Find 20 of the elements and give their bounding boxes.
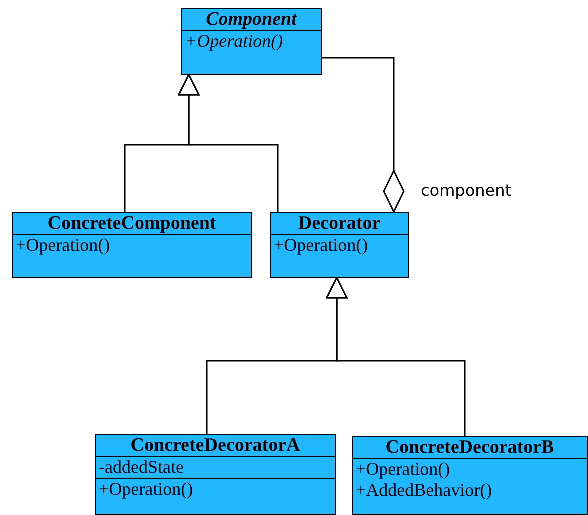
class-member: +Operation(): [274, 235, 368, 255]
class-member: +Operation(): [185, 31, 284, 51]
class-name: ConcreteDecoratorA: [130, 435, 300, 456]
inheritance-arrow: [178, 74, 279, 212]
class-box: [95, 434, 336, 515]
class-name: ConcreteDecoratorB: [386, 437, 554, 458]
class-name: Component: [206, 9, 297, 30]
class-box: [12, 212, 252, 278]
class-member: +Operation(): [16, 235, 110, 255]
aggregation-line: [322, 57, 405, 213]
class-member: +Operation(): [356, 459, 450, 479]
class-member: +AddedBehavior(): [356, 480, 492, 500]
class-box: [270, 212, 409, 278]
class-member: +Operation(): [99, 479, 194, 499]
class-name: ConcreteComponent: [48, 213, 216, 234]
class-member: -addedState: [99, 457, 184, 477]
class-name: Decorator: [298, 213, 381, 234]
class-box: [181, 8, 322, 75]
class-box: [352, 436, 588, 515]
inheritance-arrow: [326, 277, 466, 436]
